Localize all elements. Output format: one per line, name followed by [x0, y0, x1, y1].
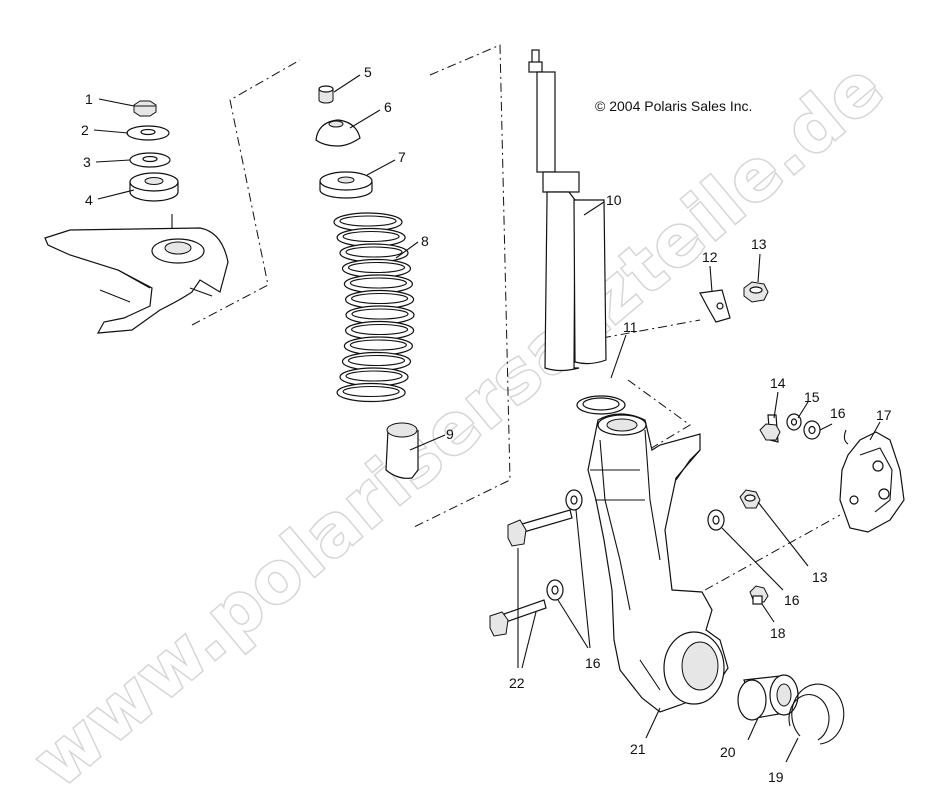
part-11-o-ring [576, 395, 626, 415]
spring-coil-inner [351, 292, 409, 305]
callout-5: 5 [364, 64, 372, 80]
frame-mount [44, 227, 229, 334]
callout-16-b: 16 [784, 592, 800, 608]
part-18-bolt [749, 585, 769, 605]
spring-coil-inner [349, 339, 407, 351]
part-1-nut [133, 100, 157, 117]
part-5-bushing [318, 85, 334, 104]
callout-labels: 1 2 3 4 5 6 7 8 9 10 11 12 13 13 14 15 1… [81, 64, 892, 785]
part-7-spring-seat [319, 171, 373, 199]
part-16-washer-a [803, 420, 821, 440]
part-22-bolt-upper [507, 509, 573, 547]
spring-coil-inner [345, 246, 403, 258]
spring-coil-inner [339, 215, 397, 227]
spring-coil-inner [342, 230, 400, 243]
part-14-bolt [759, 414, 781, 443]
part-16-washer-b [707, 509, 725, 531]
assembly-lines [191, 44, 841, 591]
callout-1: 1 [85, 91, 93, 107]
part-12-clip [699, 289, 731, 323]
part-22-bolt-lower [489, 599, 547, 637]
callout-11: 11 [623, 319, 638, 335]
callout-16-c: 16 [585, 655, 601, 671]
spring-coil-inner [347, 354, 406, 367]
spring-coil-inner [347, 261, 406, 274]
part-9-bump-stop [385, 422, 419, 479]
callout-4: 4 [85, 192, 93, 208]
part-17-caliper [839, 429, 905, 533]
part-8-coil-spring [333, 212, 415, 403]
callout-19: 19 [768, 769, 784, 785]
part-13-nut-upper [743, 281, 769, 303]
callout-2: 2 [81, 122, 89, 138]
part-10-shock [528, 49, 607, 372]
callout-16-a: 16 [830, 405, 846, 421]
callout-13-upper: 13 [751, 236, 767, 252]
callout-18: 18 [770, 625, 786, 641]
leader-lines [93, 74, 881, 763]
callout-17: 17 [876, 407, 892, 423]
part-13-nut-lower [739, 489, 761, 509]
callout-22: 22 [509, 675, 525, 691]
callout-7: 7 [398, 149, 406, 165]
callout-20: 20 [720, 744, 736, 760]
part-21-knuckle [587, 413, 729, 713]
callout-21: 21 [630, 741, 646, 757]
callout-6: 6 [384, 99, 392, 115]
part-19-snap-ring [788, 683, 845, 745]
callout-15: 15 [804, 389, 820, 405]
part-3-washer [129, 152, 171, 168]
callout-12: 12 [702, 249, 718, 265]
callout-14: 14 [770, 375, 786, 391]
spring-coil-inner [345, 370, 403, 382]
callout-3: 3 [83, 154, 91, 170]
spring-coil-inner [351, 308, 409, 320]
part-6-spring-seat [315, 119, 361, 147]
callout-10: 10 [606, 192, 622, 208]
copyright-text: © 2004 Polaris Sales Inc. [595, 98, 752, 114]
part-15-washer [786, 413, 802, 431]
callout-13-lower: 13 [812, 569, 828, 585]
callout-8: 8 [421, 233, 429, 249]
part-2-washer [126, 125, 170, 141]
callout-9: 9 [446, 426, 454, 442]
spring-coil-inner [351, 323, 409, 336]
part-4-bushing [129, 172, 179, 202]
spring-coil-inner [342, 385, 400, 398]
part-16-washer-c [546, 489, 583, 601]
spring-coil-inner [349, 277, 407, 289]
